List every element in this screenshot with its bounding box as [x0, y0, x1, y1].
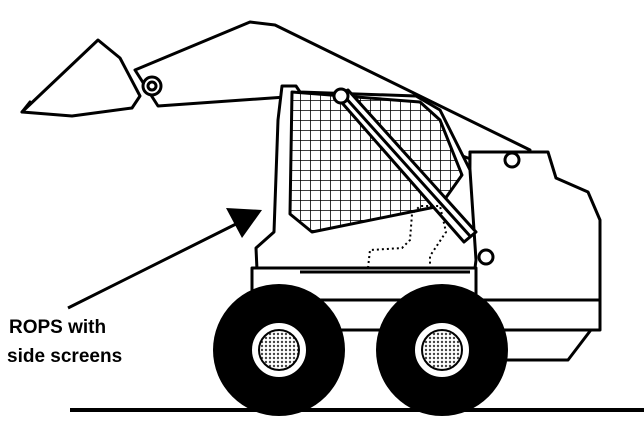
lower-tower-pivot	[479, 250, 493, 264]
loader-bucket	[22, 40, 140, 116]
bucket-pivot-center	[148, 82, 156, 90]
upper-tower-pivot	[505, 153, 519, 167]
cylinder-top-pivot	[334, 89, 348, 103]
callout-arrowhead	[226, 208, 262, 238]
callout-label-line1: ROPS with	[9, 317, 106, 338]
callout-label-line2: side screens	[7, 346, 122, 367]
rear-wheel-hub	[422, 330, 462, 370]
front-wheel-hub	[259, 330, 299, 370]
callout-arrow-line	[68, 224, 236, 308]
